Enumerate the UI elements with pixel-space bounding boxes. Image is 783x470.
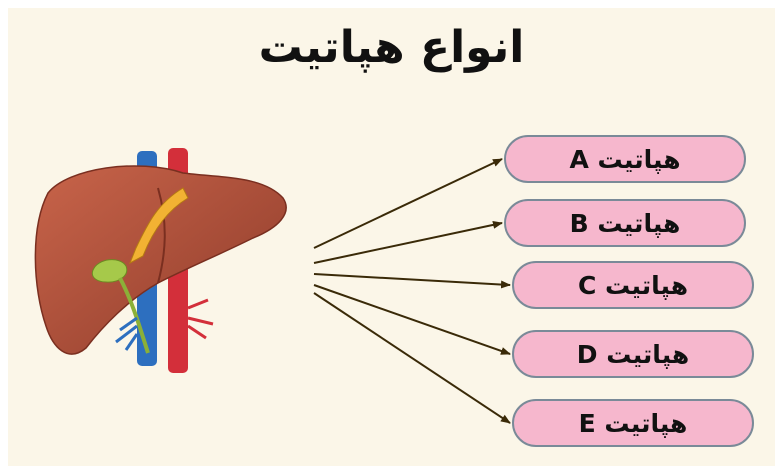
hepatitis-type-pill: هپاتیت D	[512, 330, 754, 378]
connector-arrow	[314, 223, 502, 263]
connector-arrow	[314, 274, 510, 285]
connector-arrow	[314, 159, 502, 248]
hepatitis-type-label: هپاتیت C	[578, 271, 688, 300]
arrows-group	[314, 159, 510, 423]
hepatitis-type-pill: هپاتیت E	[512, 399, 754, 447]
hepatitis-type-label: هپاتیت D	[577, 340, 689, 369]
hepatitis-type-pill: هپاتیت B	[504, 199, 746, 247]
hepatitis-type-label: هپاتیت B	[570, 209, 681, 238]
hepatitis-type-pill: هپاتیت C	[512, 261, 754, 309]
diagram-canvas: انواع هپاتیت	[8, 8, 775, 466]
hepatitis-type-pill: هپاتیت A	[504, 135, 746, 183]
hepatitis-type-label: هپاتیت E	[579, 409, 688, 438]
connector-arrow	[314, 285, 510, 354]
liver-icon	[35, 148, 286, 373]
connector-arrow	[314, 293, 510, 423]
hepatitis-type-label: هپاتیت A	[569, 145, 680, 174]
